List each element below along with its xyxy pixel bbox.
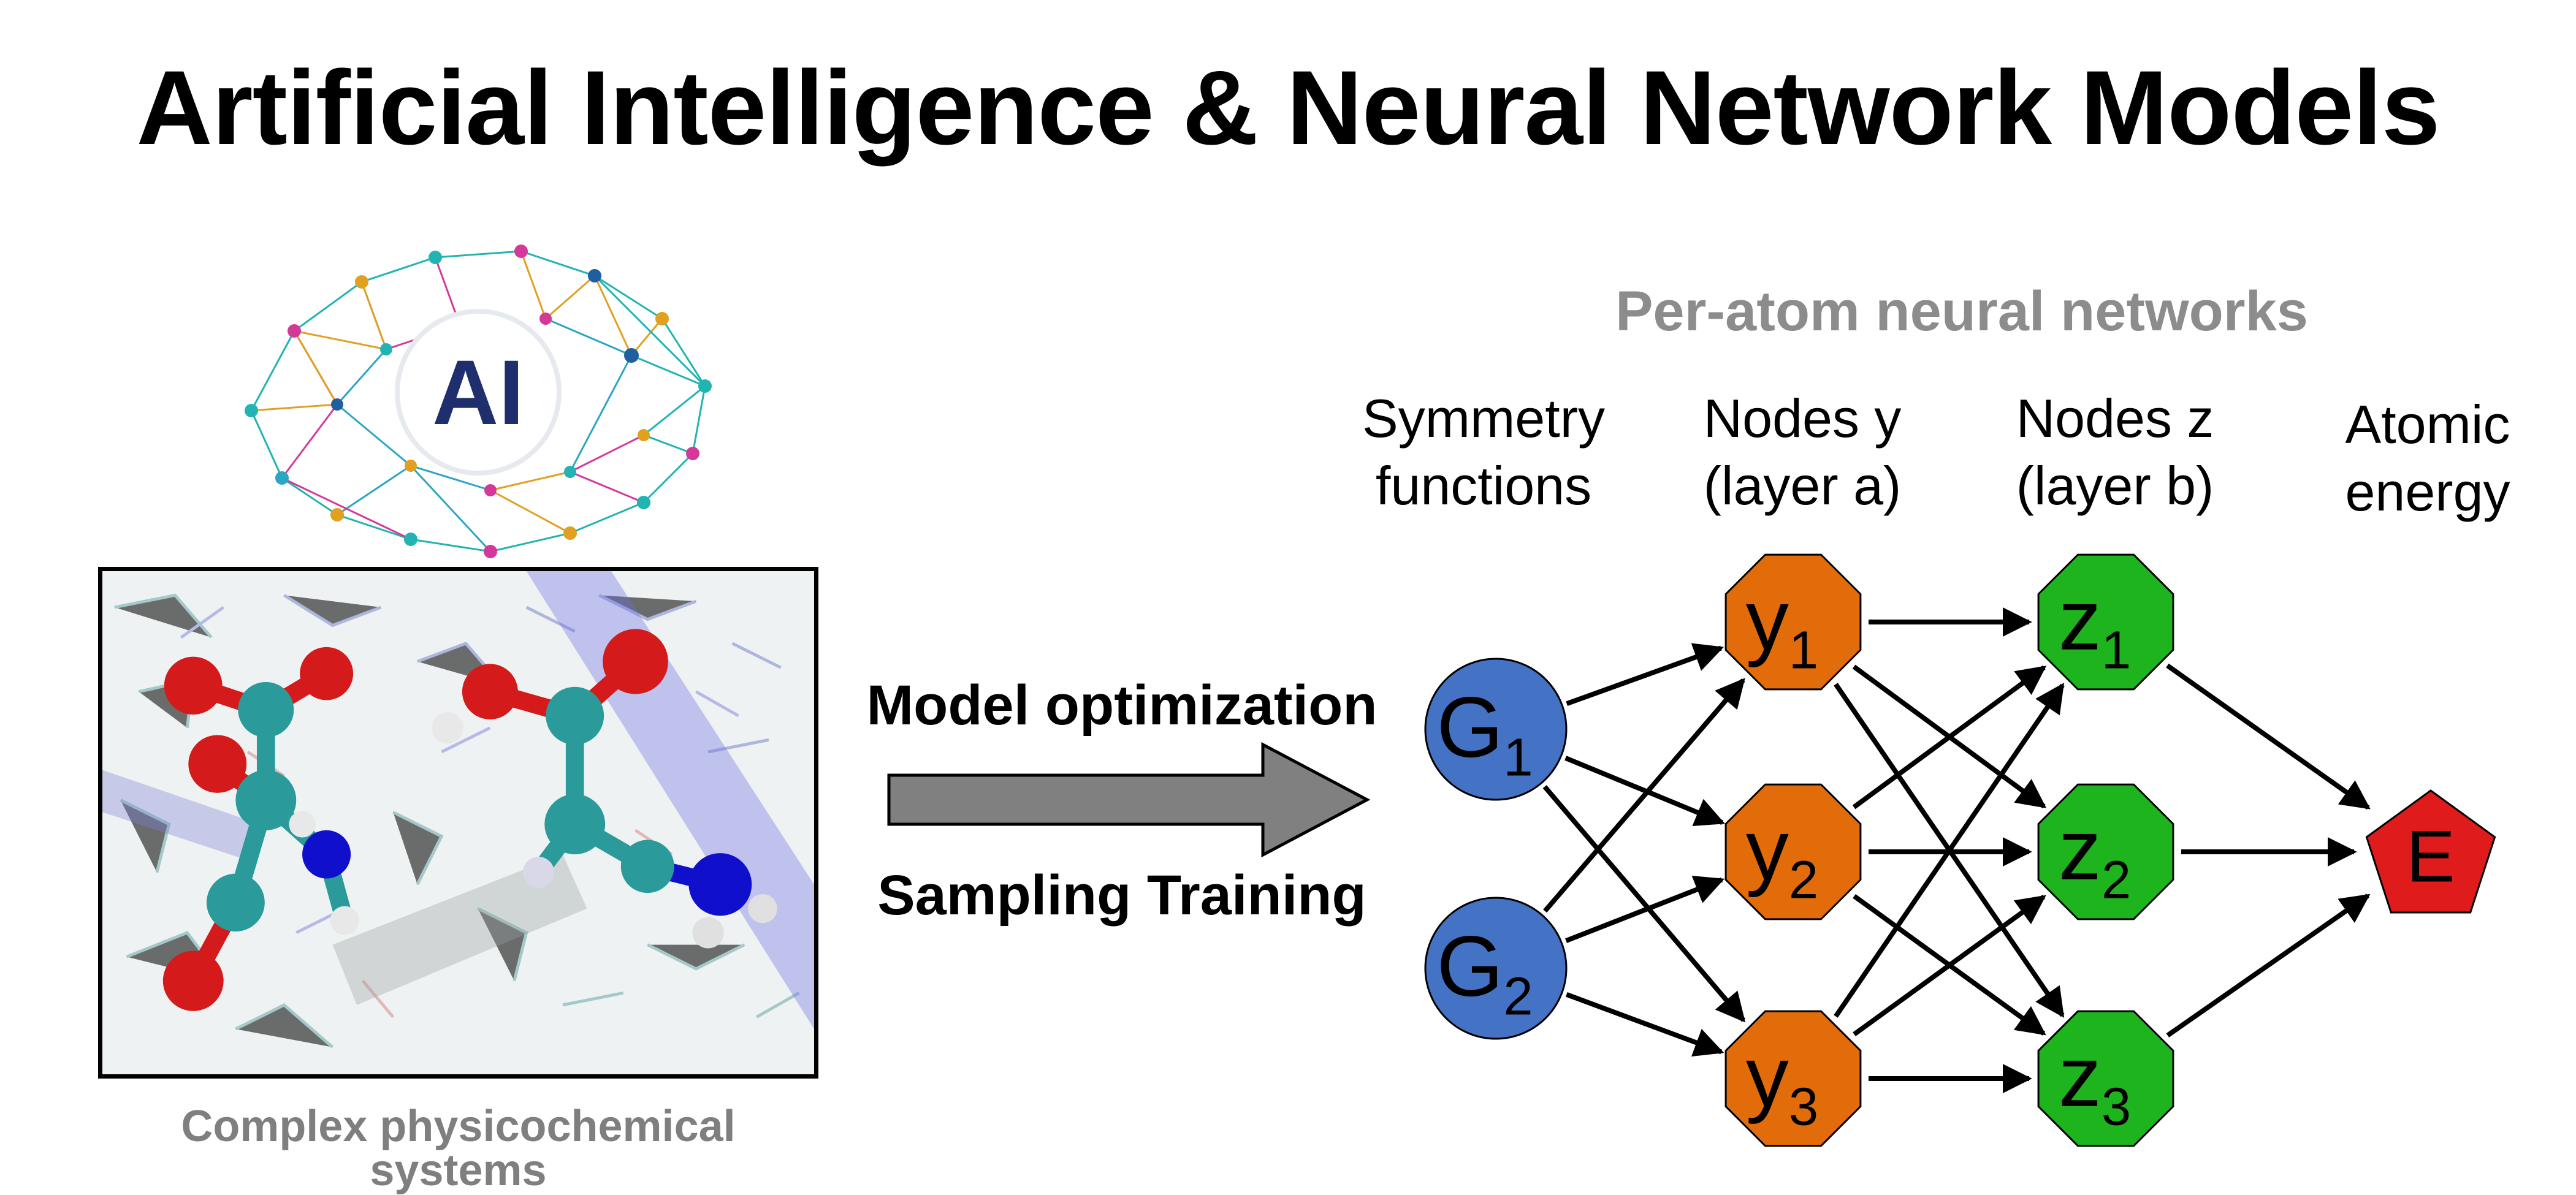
- model-optimization-label: Model optimization: [866, 674, 1378, 737]
- ai-badge: AI: [395, 309, 562, 476]
- layer-b-node-1: [2037, 553, 2174, 691]
- network-connection-arrow: [2166, 893, 2371, 1038]
- network-connection-arrow: [1565, 992, 1724, 1057]
- column-header-line: (layer b): [2016, 455, 2214, 516]
- network-connection-arrow: [1565, 876, 1725, 943]
- layer-b-node-2: [2037, 783, 2174, 920]
- network-edges: [1542, 607, 2371, 1093]
- column-header-energy: Atomic energy: [2268, 391, 2576, 526]
- layer-a-node-2-label: y2: [1746, 802, 1818, 910]
- layer-a-node-3: [1724, 1010, 1862, 1147]
- molecular-simulation-image: [98, 567, 818, 1079]
- molecule-right-atoms: [432, 629, 777, 949]
- network-connection-arrow: [1564, 756, 1725, 827]
- page-title: Artificial Intelligence & Neural Network…: [136, 49, 2441, 167]
- network-connection-arrow: [1853, 895, 2046, 1037]
- column-header-line: functions: [1375, 455, 1592, 516]
- ai-brain-illustration: AI: [245, 245, 712, 558]
- symmetry-function-node-2: [1424, 897, 1568, 1040]
- column-header-layer-b: Nodes z (layer b): [1956, 385, 2274, 520]
- column-header-line: Atomic: [2345, 394, 2510, 455]
- molecule-left-atoms: [162, 647, 359, 1011]
- layer-a-node-3-label: y3: [1746, 1028, 1818, 1137]
- network-title: Per-atom neural networks: [1615, 280, 2308, 343]
- column-header-line: (layer a): [1703, 455, 1902, 516]
- network-connection-arrow: [1543, 678, 1745, 913]
- column-header-line: energy: [2345, 461, 2510, 522]
- layer-b-node-3: [2037, 1010, 2174, 1147]
- network-connection-arrow: [1566, 643, 1724, 707]
- layer-a-node-1: [1724, 553, 1862, 691]
- network-connection-arrow: [1834, 683, 2065, 1018]
- column-header-line: Symmetry: [1362, 388, 1605, 449]
- atomic-energy-node-label: E: [2406, 815, 2455, 897]
- system-caption: Complex physicochemical systems: [181, 1102, 736, 1195]
- layer-b-node-2-label: z2: [2059, 802, 2131, 910]
- column-header-layer-a: Nodes y (layer a): [1643, 385, 1962, 520]
- atomic-energy-node: [2365, 789, 2496, 914]
- column-header-line: Nodes y: [1703, 388, 1902, 449]
- column-header-line: Nodes z: [2016, 388, 2214, 449]
- process-arrow: [887, 742, 1371, 858]
- network-connection-arrow: [1852, 665, 2047, 810]
- symmetry-function-node-1: [1424, 658, 1568, 801]
- network-connection-arrow: [2166, 663, 2371, 810]
- network-connection-arrow: [1542, 785, 1746, 1023]
- symmetry-function-node-2-label: G2: [1436, 918, 1533, 1026]
- column-header-symmetry: Symmetry functions: [1324, 385, 1643, 520]
- brain-nodes: [245, 245, 712, 558]
- layer-a-node-2: [1724, 783, 1862, 920]
- ai-badge-label: AI: [432, 341, 524, 444]
- sampling-training-label: Sampling Training: [877, 864, 1366, 927]
